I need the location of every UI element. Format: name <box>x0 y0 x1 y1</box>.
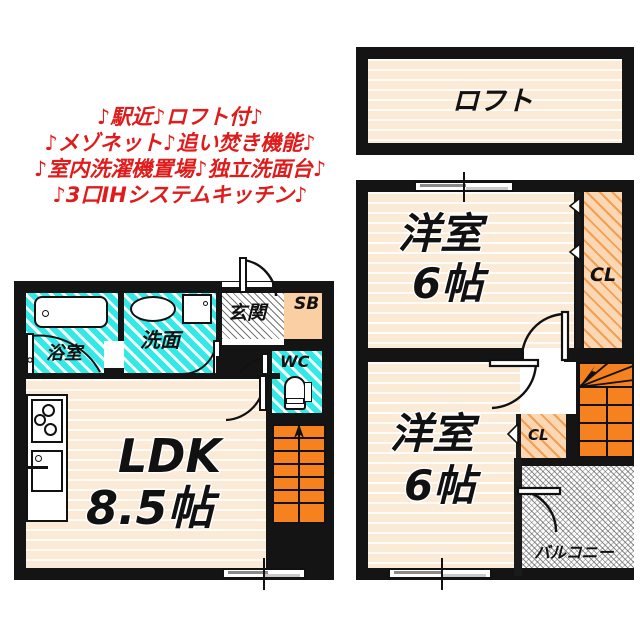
ldk-label: LDK <box>118 429 222 483</box>
washroom-right-wall-lower <box>216 356 222 374</box>
bathtub-icon <box>34 296 108 328</box>
stair-direction-arrow-icon <box>294 424 304 438</box>
bath-washroom-wall <box>118 293 124 341</box>
stair-tread-line <box>272 463 326 465</box>
stair-winder-icon <box>578 362 635 388</box>
stair-tread-line <box>272 437 326 439</box>
stair-tread-line <box>578 386 634 388</box>
bath-threshold <box>104 368 128 374</box>
washing-machine-drain-icon <box>203 301 208 306</box>
window-pane-bar <box>264 574 300 577</box>
entrance-label: 玄関 <box>228 302 267 324</box>
loft-label: ロフト <box>452 86 533 117</box>
bath-label: 浴室 <box>46 343 82 364</box>
sink-drain-icon <box>35 455 42 462</box>
sink-faucet-icon <box>26 466 48 469</box>
closet-upper <box>584 192 622 356</box>
toilet-bowl-icon <box>284 376 306 410</box>
closet-upper-door-track <box>576 192 581 356</box>
ldk-size: 8.5帖 <box>86 481 214 535</box>
window-pane-bar <box>442 574 486 577</box>
balcony-side-wall <box>514 458 522 576</box>
closet-upper-folding-door-icon <box>568 196 581 262</box>
entrance-area <box>222 293 284 339</box>
bath-door-swing-icon <box>26 333 101 375</box>
ih-burner-icon <box>34 414 46 426</box>
window-center-mark <box>463 172 465 202</box>
bedroom-upper-size: 6帖 <box>412 259 484 308</box>
stair-tread-line <box>272 476 326 478</box>
bedroom-lower-door-swing-icon <box>488 358 540 410</box>
balcony-label: バルコニー <box>534 543 614 562</box>
bedroom-lower-label: 洋室 <box>390 409 475 458</box>
bedroom-lower-size: 6帖 <box>404 461 476 510</box>
ldk-top-wall <box>14 373 280 379</box>
toilet-side-icon <box>304 382 312 402</box>
ldk-door-swing-icon <box>225 375 267 422</box>
promo-line-2: ♪メゾネット♪追い焚き機能♪ <box>44 131 316 155</box>
bath-entry-gap <box>104 341 124 373</box>
window-pane-bar <box>420 184 466 187</box>
loft-room <box>368 59 622 143</box>
window-center-mark <box>441 558 443 590</box>
balcony-door-swing-icon <box>516 486 562 533</box>
window-pane-bar <box>228 571 268 574</box>
front-door-swing-icon <box>239 257 278 297</box>
stair-tread-line <box>272 450 326 452</box>
closet-lower-folding-door-icon <box>506 422 519 446</box>
balcony-top-wall <box>514 458 634 466</box>
bedroom-lower-floor <box>368 362 520 568</box>
stair-center-line <box>298 424 300 524</box>
shoebox-area <box>284 293 322 339</box>
promo-line-4: ♪3口IHシステムキッチン♪ <box>52 183 308 207</box>
window-pane-bar <box>466 187 508 190</box>
ih-burner-icon <box>44 423 57 436</box>
window-center-mark <box>263 558 265 590</box>
washroom-label: 洗面 <box>140 328 180 352</box>
shoebox-label-s: SB <box>294 294 320 314</box>
promo-text-block: ♪駅近♪ロフト付♪ ♪メゾネット♪追い焚き機能♪ ♪室内洗濯機置場♪独立洗面台♪… <box>0 104 360 208</box>
bedroom-upper-floor <box>368 192 574 356</box>
stair-tread-line <box>578 440 634 442</box>
promo-line-3: ♪室内洗濯機置場♪独立洗面台♪ <box>33 157 327 181</box>
toilet-label: WC <box>280 352 310 371</box>
closet-lower-label: CL <box>528 426 549 444</box>
closet-upper-label: CL <box>590 264 617 286</box>
bedroom-upper-door-swing-icon <box>520 310 570 362</box>
stair-tread-line <box>578 422 634 424</box>
washbasin-icon <box>130 296 176 322</box>
bedroom-upper-label: 洋室 <box>398 209 483 258</box>
stair-tread-line <box>272 502 326 504</box>
washroom-right-wall <box>216 293 222 339</box>
bathtub-drain-icon <box>42 310 49 317</box>
stair-tread-line <box>272 489 326 491</box>
closet-lower <box>520 414 566 458</box>
ih-burner-icon <box>42 404 55 417</box>
washing-machine-icon <box>182 294 212 324</box>
toilet-tank-icon <box>286 398 304 404</box>
promo-line-1: ♪駅近♪ロフト付♪ <box>96 105 264 129</box>
balcony-area <box>520 466 634 568</box>
wc-top-wall <box>222 345 284 351</box>
window-pane-bar <box>394 571 442 574</box>
bedroom-upper-doorway <box>524 348 564 362</box>
stair-tread-line <box>578 404 634 406</box>
